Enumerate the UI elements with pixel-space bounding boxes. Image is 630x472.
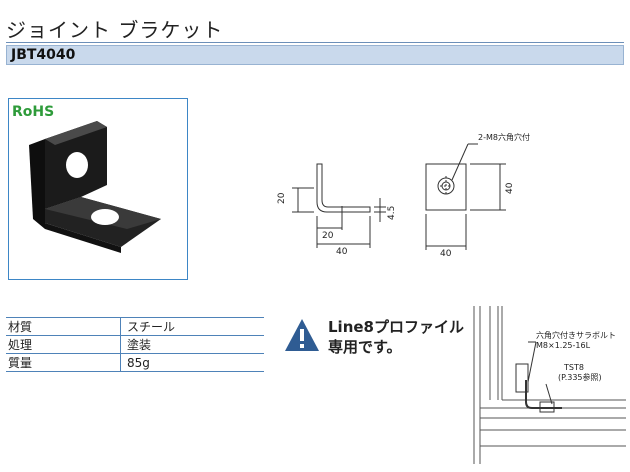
- tst-label-2: (P.335参照): [558, 372, 602, 382]
- title-divider: [6, 42, 624, 43]
- warning-icon: [285, 319, 319, 351]
- model-number: JBT4040: [11, 47, 76, 63]
- front-height-dim: 40: [505, 182, 515, 194]
- spec-value: スチール: [120, 317, 264, 336]
- assembly-drawing: 六角穴付きサラボルト M8×1.25-16L TST8 (P.335参照): [473, 306, 626, 464]
- spec-key: 質量: [6, 353, 121, 372]
- model-bar: JBT4040: [6, 45, 624, 65]
- page-title: ジョイント ブラケット: [6, 18, 224, 42]
- spec-key: 材質: [6, 317, 121, 336]
- side-thickness-dim: 4.5: [387, 206, 397, 220]
- notice-line-2: 専用です。: [328, 338, 402, 356]
- table-row: 質量 85g: [6, 353, 264, 372]
- bolt-callout: 2-M8六角穴付きサラボルト用: [478, 132, 530, 142]
- dimension-drawings: 20 20 40 4.5 2-M8六角穴付きサラボルト用 40 40: [277, 132, 530, 259]
- bracket-image: [29, 121, 161, 253]
- rohs-badge: RoHS: [12, 104, 55, 120]
- bolt-label-1: 六角穴付きサラボルト: [536, 330, 616, 340]
- notice-line-1: Line8プロファイル: [328, 318, 464, 336]
- side-inner-dim: 20: [322, 231, 334, 241]
- spec-value: 85g: [120, 353, 264, 372]
- spec-value: 塗装: [120, 335, 264, 354]
- spec-table: 材質 スチール 処理 塗装 質量 85g: [6, 317, 264, 372]
- product-photo: RoHS: [8, 98, 188, 280]
- side-height-dim: 20: [277, 192, 287, 204]
- table-row: 処理 塗装: [6, 335, 264, 354]
- tst-label-1: TST8: [563, 363, 584, 372]
- bolt-label-2: M8×1.25-16L: [536, 341, 591, 350]
- side-width-dim: 40: [336, 247, 348, 257]
- spec-key: 処理: [6, 335, 121, 354]
- notice-text: Line8プロファイル 専用です。: [328, 317, 464, 357]
- front-width-dim: 40: [440, 249, 452, 259]
- table-row: 材質 スチール: [6, 317, 264, 336]
